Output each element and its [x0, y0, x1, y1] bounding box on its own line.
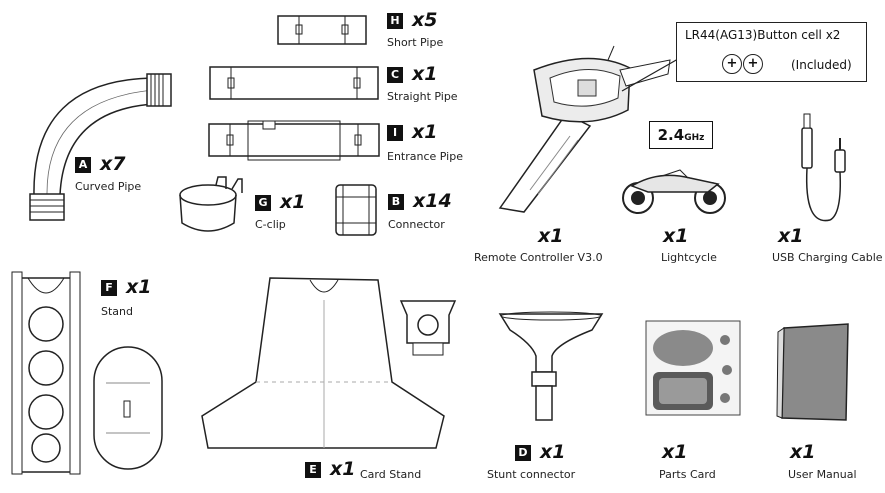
battery-callout-text: LR44(AG13)Button cell x2: [685, 28, 841, 42]
connector-illustration: [335, 184, 377, 236]
c-clip-illustration: [179, 176, 243, 232]
usb-cable-name: USB Charging Cable: [772, 251, 883, 264]
straight-pipe-letter: C: [387, 67, 403, 83]
parts-card-name: Parts Card: [659, 468, 716, 481]
short-pipe-name: Short Pipe: [387, 36, 444, 49]
stand-name: Stand: [101, 305, 133, 318]
card-stand-qty: x1: [330, 458, 356, 480]
curved-pipe-qty: x7: [100, 153, 126, 175]
lightcycle-qty: x1: [663, 225, 689, 247]
user-manual-illustration: [776, 323, 849, 421]
parts-card-illustration: [645, 320, 741, 416]
connector-name: Connector: [388, 218, 445, 231]
c-clip-letter: G: [255, 195, 271, 211]
stand-illustration: [11, 271, 81, 475]
stunt-connector-qty: x1: [540, 441, 566, 463]
card-stand-letter: E: [305, 462, 321, 478]
c-clip-name: C-clip: [255, 218, 286, 231]
remote-qty: x1: [538, 225, 564, 247]
user-manual-name: User Manual: [788, 468, 857, 481]
stunt-connector-illustration: [498, 311, 604, 421]
stunt-connector-letter: D: [515, 445, 531, 461]
user-manual-qty: x1: [790, 441, 816, 463]
entrance-pipe-illustration: [208, 120, 380, 161]
entrance-pipe-letter: I: [387, 125, 403, 141]
battery-callout: LR44(AG13)Button cell x2 + + (Included): [676, 22, 867, 82]
curved-pipe-illustration: [29, 73, 172, 221]
straight-pipe-qty: x1: [412, 63, 438, 85]
entrance-pipe-name: Entrance Pipe: [387, 150, 463, 163]
lightcycle-illustration: [622, 169, 726, 214]
short-pipe-illustration: [277, 15, 367, 45]
c-clip-qty: x1: [280, 191, 306, 213]
stand-letter: F: [101, 280, 117, 296]
battery-callout-note: (Included): [791, 58, 852, 72]
lightcycle-name: Lightcycle: [661, 251, 717, 264]
stand-qty: x1: [126, 276, 152, 298]
button-cell-icon: +: [743, 54, 763, 74]
frequency-value: 2.4: [657, 126, 685, 144]
usb-cable-qty: x1: [778, 225, 804, 247]
straight-pipe-illustration: [209, 66, 379, 100]
entrance-pipe-qty: x1: [412, 121, 438, 143]
callout-line: [621, 58, 679, 92]
card-stand-name: Card Stand: [360, 468, 422, 481]
short-pipe-letter: H: [387, 13, 403, 29]
card-stand-illustration: [201, 277, 445, 449]
connector-qty: x14: [413, 190, 452, 212]
remote-controller-illustration: [498, 45, 671, 213]
curved-pipe-letter: A: [75, 157, 91, 173]
remote-name: Remote Controller V3.0: [474, 251, 603, 264]
short-pipe-qty: x5: [412, 9, 438, 31]
button-cell-icon: +: [722, 54, 742, 74]
stand-base-illustration: [93, 346, 163, 470]
card-stand-clip-illustration: [399, 300, 457, 356]
connector-letter: B: [388, 194, 404, 210]
usb-cable-illustration: [801, 113, 846, 222]
curved-pipe-name: Curved Pipe: [75, 180, 142, 193]
stunt-connector-name: Stunt connector: [487, 468, 576, 481]
frequency-badge: 2.4GHz: [649, 121, 713, 149]
frequency-unit: GHz: [684, 133, 705, 143]
straight-pipe-name: Straight Pipe: [387, 90, 458, 103]
parts-card-qty: x1: [662, 441, 688, 463]
